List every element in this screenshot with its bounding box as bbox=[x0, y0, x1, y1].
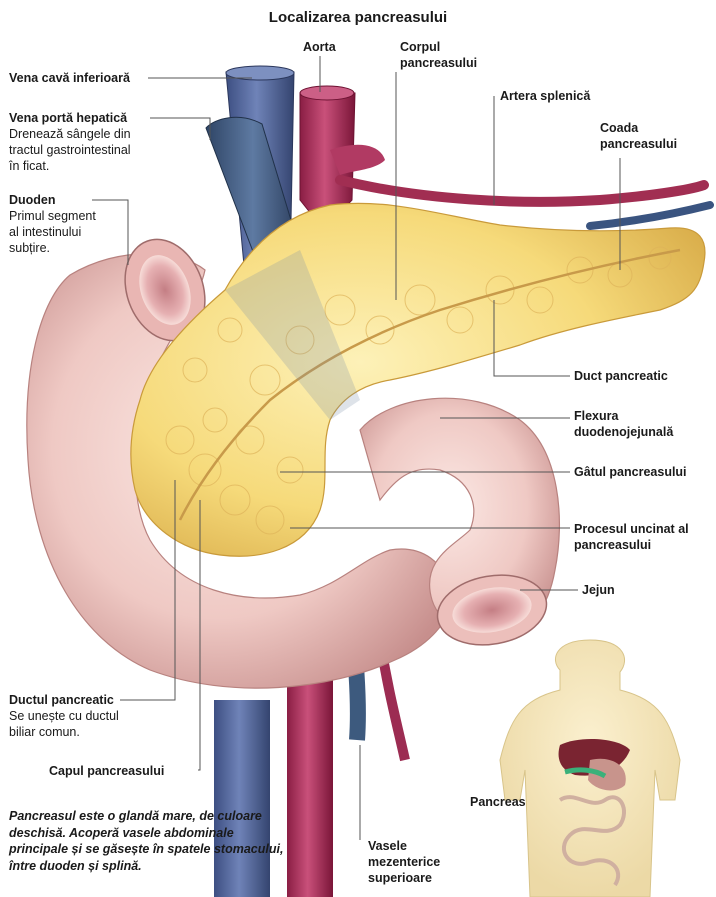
label-coada-pancreasului: Coada pancreasului bbox=[600, 120, 677, 152]
diagram-title: Localizarea pancreasului bbox=[0, 9, 716, 26]
label-aorta: Aorta bbox=[303, 39, 336, 55]
label-vena-cava: Vena cavă inferioară bbox=[9, 70, 130, 86]
caption: Pancreasul este o glandă mare, de culoar… bbox=[9, 808, 289, 874]
label-capul-pancreasului: Capul pancreasului bbox=[49, 763, 164, 779]
label-corpul-pancreasului: Corpul pancreasului bbox=[400, 39, 477, 71]
label-duct-pancreatic: Duct pancreatic bbox=[574, 368, 668, 384]
label-pancreas-inset: Pancreas bbox=[470, 794, 526, 810]
label-artera-splenica: Artera splenică bbox=[500, 88, 590, 104]
label-flexura: Flexura duodenojejunală bbox=[574, 408, 673, 440]
label-jejun: Jejun bbox=[582, 582, 615, 598]
label-ductul-pancreatic: Ductul pancreatic Se unește cu ductul bi… bbox=[9, 692, 119, 740]
label-procesul-uncinat: Procesul uncinat al pancreasului bbox=[574, 521, 689, 553]
splenic-artery bbox=[340, 180, 704, 202]
label-gatul-pancreasului: Gâtul pancreasului bbox=[574, 464, 687, 480]
aorta-lower bbox=[287, 650, 333, 897]
label-duoden: Duoden Primul segment al intestinului su… bbox=[9, 192, 96, 256]
label-vasele-mezenterice: Vasele mezenterice superioare bbox=[368, 838, 440, 886]
label-vena-porta: Vena portă hepatică Drenează sângele din… bbox=[9, 110, 131, 174]
inset-body-figure bbox=[500, 640, 680, 897]
celiac-trunk bbox=[330, 145, 385, 175]
